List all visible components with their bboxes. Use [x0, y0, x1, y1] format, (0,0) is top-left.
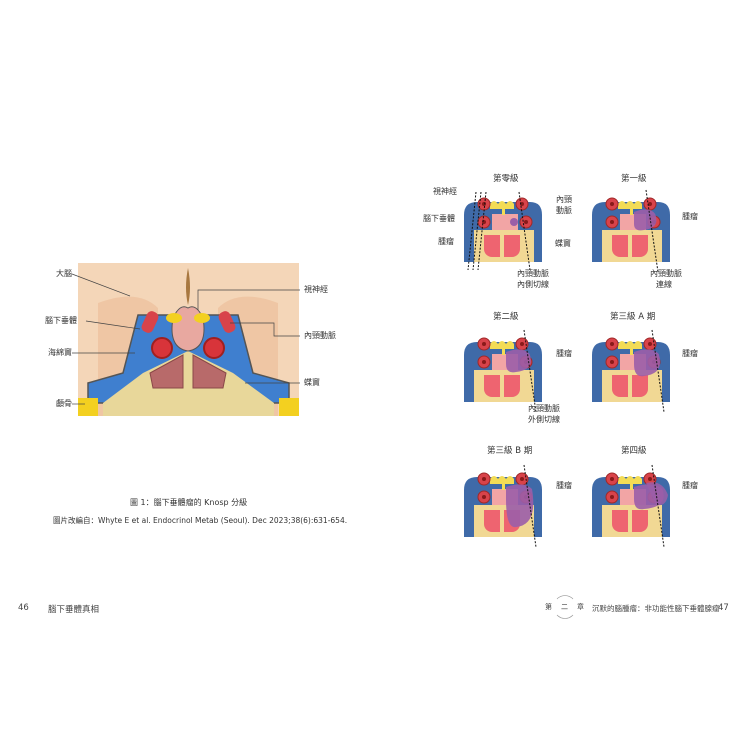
chapter-badge: 第 二 章	[545, 595, 585, 619]
label-optic-nerve: 視神經	[304, 285, 328, 294]
label-tumor-g1: 腫瘤	[682, 212, 698, 221]
label-center-1: 內頸動脈	[650, 269, 682, 278]
label-pituitary: 腦下垂體	[45, 316, 77, 325]
label-medial-1: 內頸動脈	[517, 269, 549, 278]
figure-caption: 圖 1：腦下垂體瘤的 Knosp 分級	[130, 498, 248, 507]
label-sphenoid-r: 蝶竇	[555, 239, 571, 248]
figure-source: 圖片改編自：Whyte E et al. Endocrinol Metab (S…	[53, 516, 348, 525]
label-skull: 顱骨	[56, 399, 72, 408]
label-tumor-g4: 腫瘤	[682, 481, 698, 490]
page-number-right: 47	[718, 603, 729, 613]
running-title-right: 沉默的腦腫瘤：非功能性腦下垂體腺瘤	[592, 604, 720, 613]
label-brain: 大腦	[56, 269, 72, 278]
grade-title: 第一級	[621, 174, 647, 184]
grade-diagram	[592, 329, 670, 413]
chapter-prefix: 第	[545, 603, 552, 611]
grade-diagram	[464, 329, 542, 413]
label-pituitary-r: 腦下垂體	[423, 214, 455, 223]
label-tumor-g2: 腫瘤	[556, 349, 572, 358]
chapter-number: 二	[561, 603, 568, 611]
label-optic-nerve-r: 視神經	[433, 187, 457, 196]
grade-diagram	[592, 189, 670, 273]
grade-title: 第零級	[493, 174, 519, 184]
label-internal-carotid: 內頸動脈	[304, 331, 336, 340]
label-tumor-g3b: 腫瘤	[556, 481, 572, 490]
grade-title: 第四級	[621, 446, 647, 456]
label-tumor-g3a: 腫瘤	[682, 349, 698, 358]
running-title-left: 腦下垂體真相	[48, 605, 100, 615]
grade-title: 第二級	[493, 312, 519, 322]
page-number-left: 46	[18, 603, 29, 613]
label-center-2: 連線	[656, 280, 672, 289]
label-ica-2: 動脈	[556, 206, 572, 215]
grade-diagram	[464, 191, 542, 271]
label-lateral-2: 外側切線	[528, 415, 560, 424]
label-cavernous-sinus: 海綿竇	[48, 348, 72, 357]
grade-title: 第三級 A 期	[610, 312, 656, 322]
label-ica-1: 內頸	[556, 195, 572, 204]
chapter-badge-arc	[556, 595, 574, 619]
grade-diagram	[464, 464, 542, 548]
label-sphenoid: 蝶竇	[304, 378, 320, 387]
grade-diagram	[592, 464, 670, 548]
cavernous-sinus-illustration	[78, 263, 299, 416]
grade-title: 第三級 B 期	[487, 446, 533, 456]
chapter-suffix: 章	[577, 603, 584, 611]
label-lateral-1: 內頸動脈	[528, 404, 560, 413]
label-medial-2: 內側切線	[517, 280, 549, 289]
label-tumor-r: 腫瘤	[438, 237, 454, 246]
